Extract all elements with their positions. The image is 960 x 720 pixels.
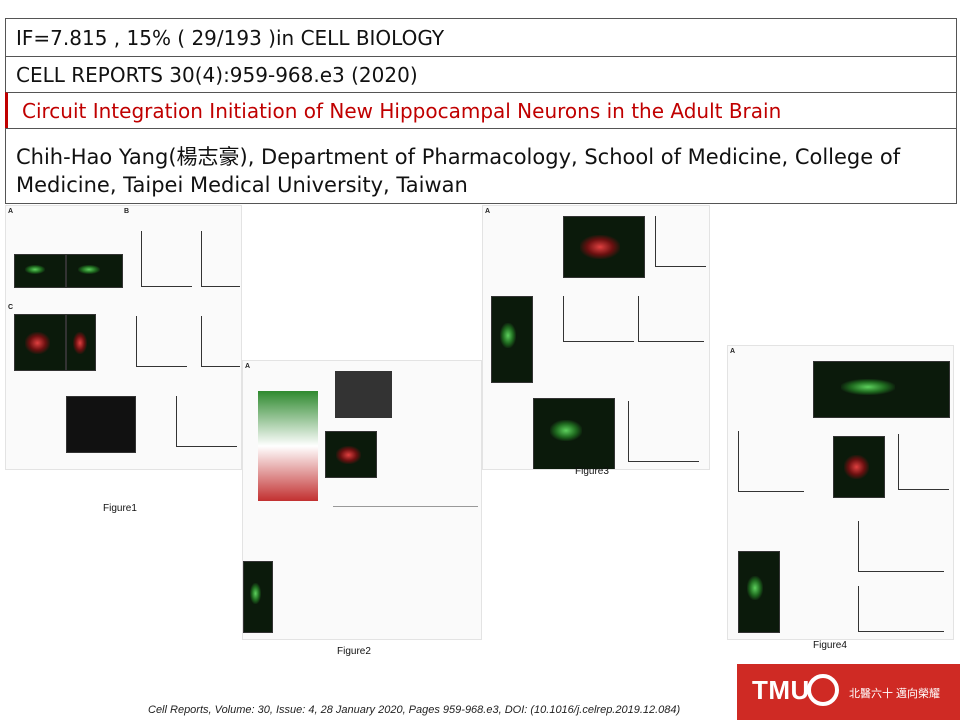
- figure3-plot: [638, 296, 704, 342]
- figure2-gene-table: [258, 391, 318, 501]
- figure3-micrograph: [533, 398, 615, 469]
- figure3-plot: [655, 216, 706, 267]
- figure4-micrograph: [738, 551, 780, 633]
- figure1-plot: [141, 231, 192, 287]
- figure1-plot: [136, 316, 187, 367]
- figure3-panel: A: [482, 205, 710, 470]
- tmu-logo: TMU 北醫六十 邁向榮耀: [737, 664, 960, 720]
- figure1-caption: Figure1: [103, 503, 137, 514]
- figure3-micrograph: [491, 296, 533, 383]
- tmu-slogan: 北醫六十 邁向榮耀: [849, 688, 941, 700]
- paper-title-row: Circuit Integration Initiation of New Hi…: [5, 92, 957, 128]
- journal-text: CELL REPORTS 30(4):959-968.e3 (2020): [16, 63, 418, 87]
- figure2-panel: A: [242, 360, 482, 640]
- figure1-micrograph: [66, 314, 96, 371]
- figure1-plot: [176, 396, 237, 447]
- impact-factor-row: IF=7.815 , 15% ( 29/193 )in CELL BIOLOGY: [5, 18, 957, 56]
- citation-text: Cell Reports, Volume: 30, Issue: 4, 28 J…: [148, 704, 681, 716]
- tmu-logo-text: TMU: [752, 675, 810, 705]
- authors-text: Chih-Hao Yang(楊志豪), Department of Pharma…: [16, 145, 901, 197]
- figure2-micrograph: [335, 371, 392, 418]
- figure4-caption: Figure4: [813, 640, 847, 651]
- impact-factor-text: IF=7.815 , 15% ( 29/193 )in CELL BIOLOGY: [16, 26, 445, 50]
- figure3-plot: [628, 401, 699, 462]
- figure2-micrograph: [243, 561, 273, 633]
- figure4-plot: [858, 521, 944, 572]
- figure4-panel: A: [727, 345, 954, 640]
- figure2-lipid-table: [333, 506, 478, 637]
- figure4-plot: [858, 586, 944, 632]
- figure4-plot: [898, 434, 949, 490]
- figure4-micrograph: [813, 361, 950, 418]
- figure1-plot: [201, 316, 240, 367]
- figure1-micrograph: [66, 396, 136, 453]
- journal-row: CELL REPORTS 30(4):959-968.e3 (2020): [5, 56, 957, 92]
- figure1-panel: A B C: [5, 205, 242, 470]
- authors-row: Chih-Hao Yang(楊志豪), Department of Pharma…: [5, 128, 957, 204]
- figure3-plot: [563, 296, 634, 342]
- figure2-micrograph: [325, 431, 377, 478]
- figure4-micrograph: [833, 436, 885, 498]
- anniversary-ring-icon: [807, 674, 839, 706]
- figure1-plot: [201, 231, 240, 287]
- paper-title: Circuit Integration Initiation of New Hi…: [22, 99, 782, 123]
- figure3-micrograph: [563, 216, 645, 278]
- figure4-plot: [738, 431, 804, 492]
- figure1-micrograph: [66, 254, 123, 288]
- figure1-micrograph: [14, 314, 66, 371]
- figure2-caption: Figure2: [337, 646, 371, 657]
- figure3-caption: Figure3: [575, 466, 609, 477]
- figure1-micrograph: [14, 254, 66, 288]
